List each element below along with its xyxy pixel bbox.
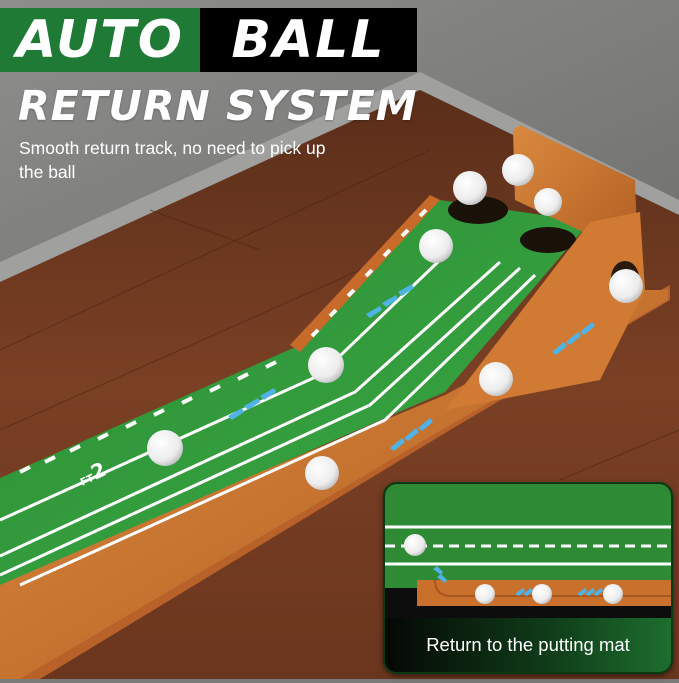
- golf-ball: [479, 362, 513, 396]
- baseboard: [0, 72, 679, 282]
- golf-ball: [404, 534, 426, 556]
- golf-ball: [305, 456, 339, 490]
- golf-ball: [475, 584, 495, 604]
- golf-ball: [532, 584, 552, 604]
- golf-ball: [419, 229, 453, 263]
- golf-ball: [534, 188, 562, 216]
- golf-balls: [147, 154, 643, 490]
- subtitle: Smooth return track, no need to pick up …: [19, 138, 326, 182]
- golf-ball: [453, 171, 487, 205]
- guide-lines: [0, 258, 537, 587]
- inset-turf: [385, 484, 671, 588]
- distance-markers: [19, 208, 428, 474]
- golf-ball: [308, 347, 344, 383]
- detail-inset: Return to the putting mat: [383, 482, 673, 674]
- headline-ball: BALL: [200, 8, 417, 72]
- wall: [0, 0, 679, 300]
- arrow-icons: [228, 284, 595, 451]
- headline-auto: AUTO: [0, 8, 200, 72]
- golf-ball: [609, 269, 643, 303]
- inset-illustration: [385, 484, 671, 606]
- golf-ball: [603, 584, 623, 604]
- side-panel: [445, 212, 645, 410]
- cup-hole-2: [520, 227, 576, 253]
- svg-text:FT: FT: [79, 473, 96, 489]
- headline-return-system: RETURN SYSTEM: [18, 82, 418, 130]
- golf-ball: [502, 154, 534, 186]
- golf-ball: [147, 430, 183, 466]
- inset-caption: Return to the putting mat: [385, 618, 671, 672]
